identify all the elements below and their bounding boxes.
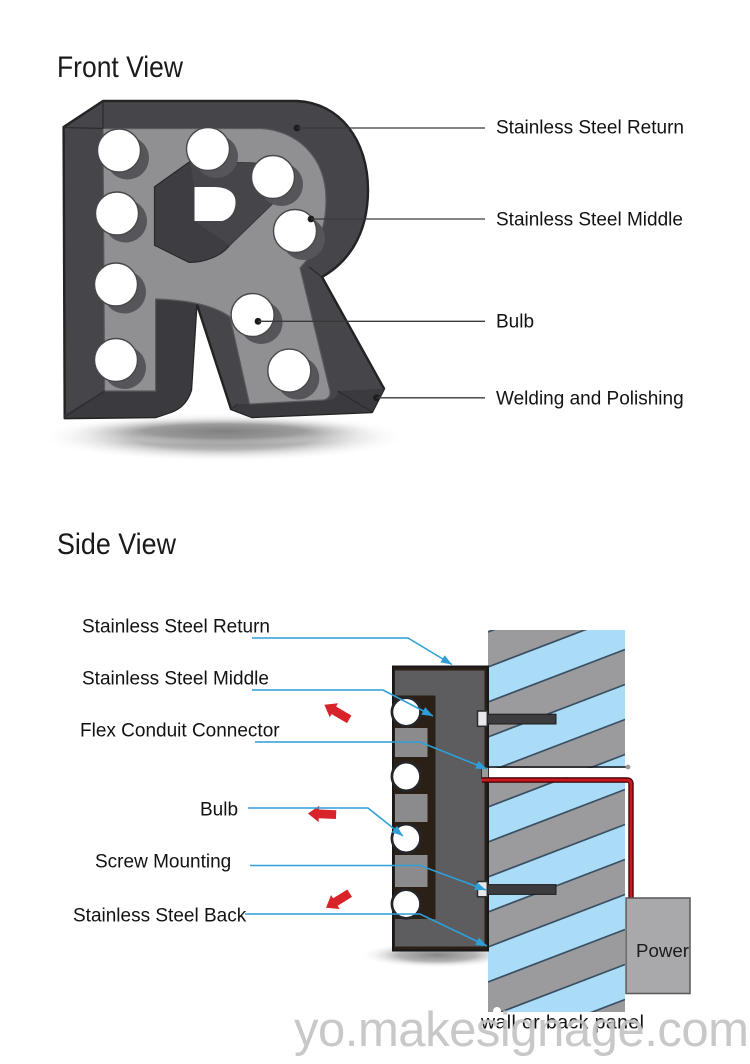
svg-text:Stainless Steel Back: Stainless Steel Back xyxy=(73,906,247,927)
svg-text:Front View: Front View xyxy=(57,51,184,84)
svg-text:Power: Power xyxy=(636,941,689,961)
svg-text:Side View: Side View xyxy=(57,528,177,561)
svg-text:Stainless Steel Middle: Stainless Steel Middle xyxy=(496,210,683,231)
svg-text:Stainless Steel Return: Stainless Steel Return xyxy=(496,118,684,139)
svg-text:Bulb: Bulb xyxy=(496,312,534,333)
svg-text:Welding and Polishing: Welding and Polishing xyxy=(496,389,684,410)
svg-text:Stainless Steel Return: Stainless Steel Return xyxy=(82,617,270,638)
svg-text:yo.makesignage.com: yo.makesignage.com xyxy=(294,1003,749,1057)
svg-text:Screw Mounting: Screw Mounting xyxy=(95,852,231,873)
svg-text:Stainless Steel Middle: Stainless Steel Middle xyxy=(82,669,269,690)
svg-text:wall or back panel: wall or back panel xyxy=(480,1012,644,1034)
svg-text:Bulb: Bulb xyxy=(200,800,238,821)
svg-text:Flex Conduit Connector: Flex Conduit Connector xyxy=(80,721,280,742)
